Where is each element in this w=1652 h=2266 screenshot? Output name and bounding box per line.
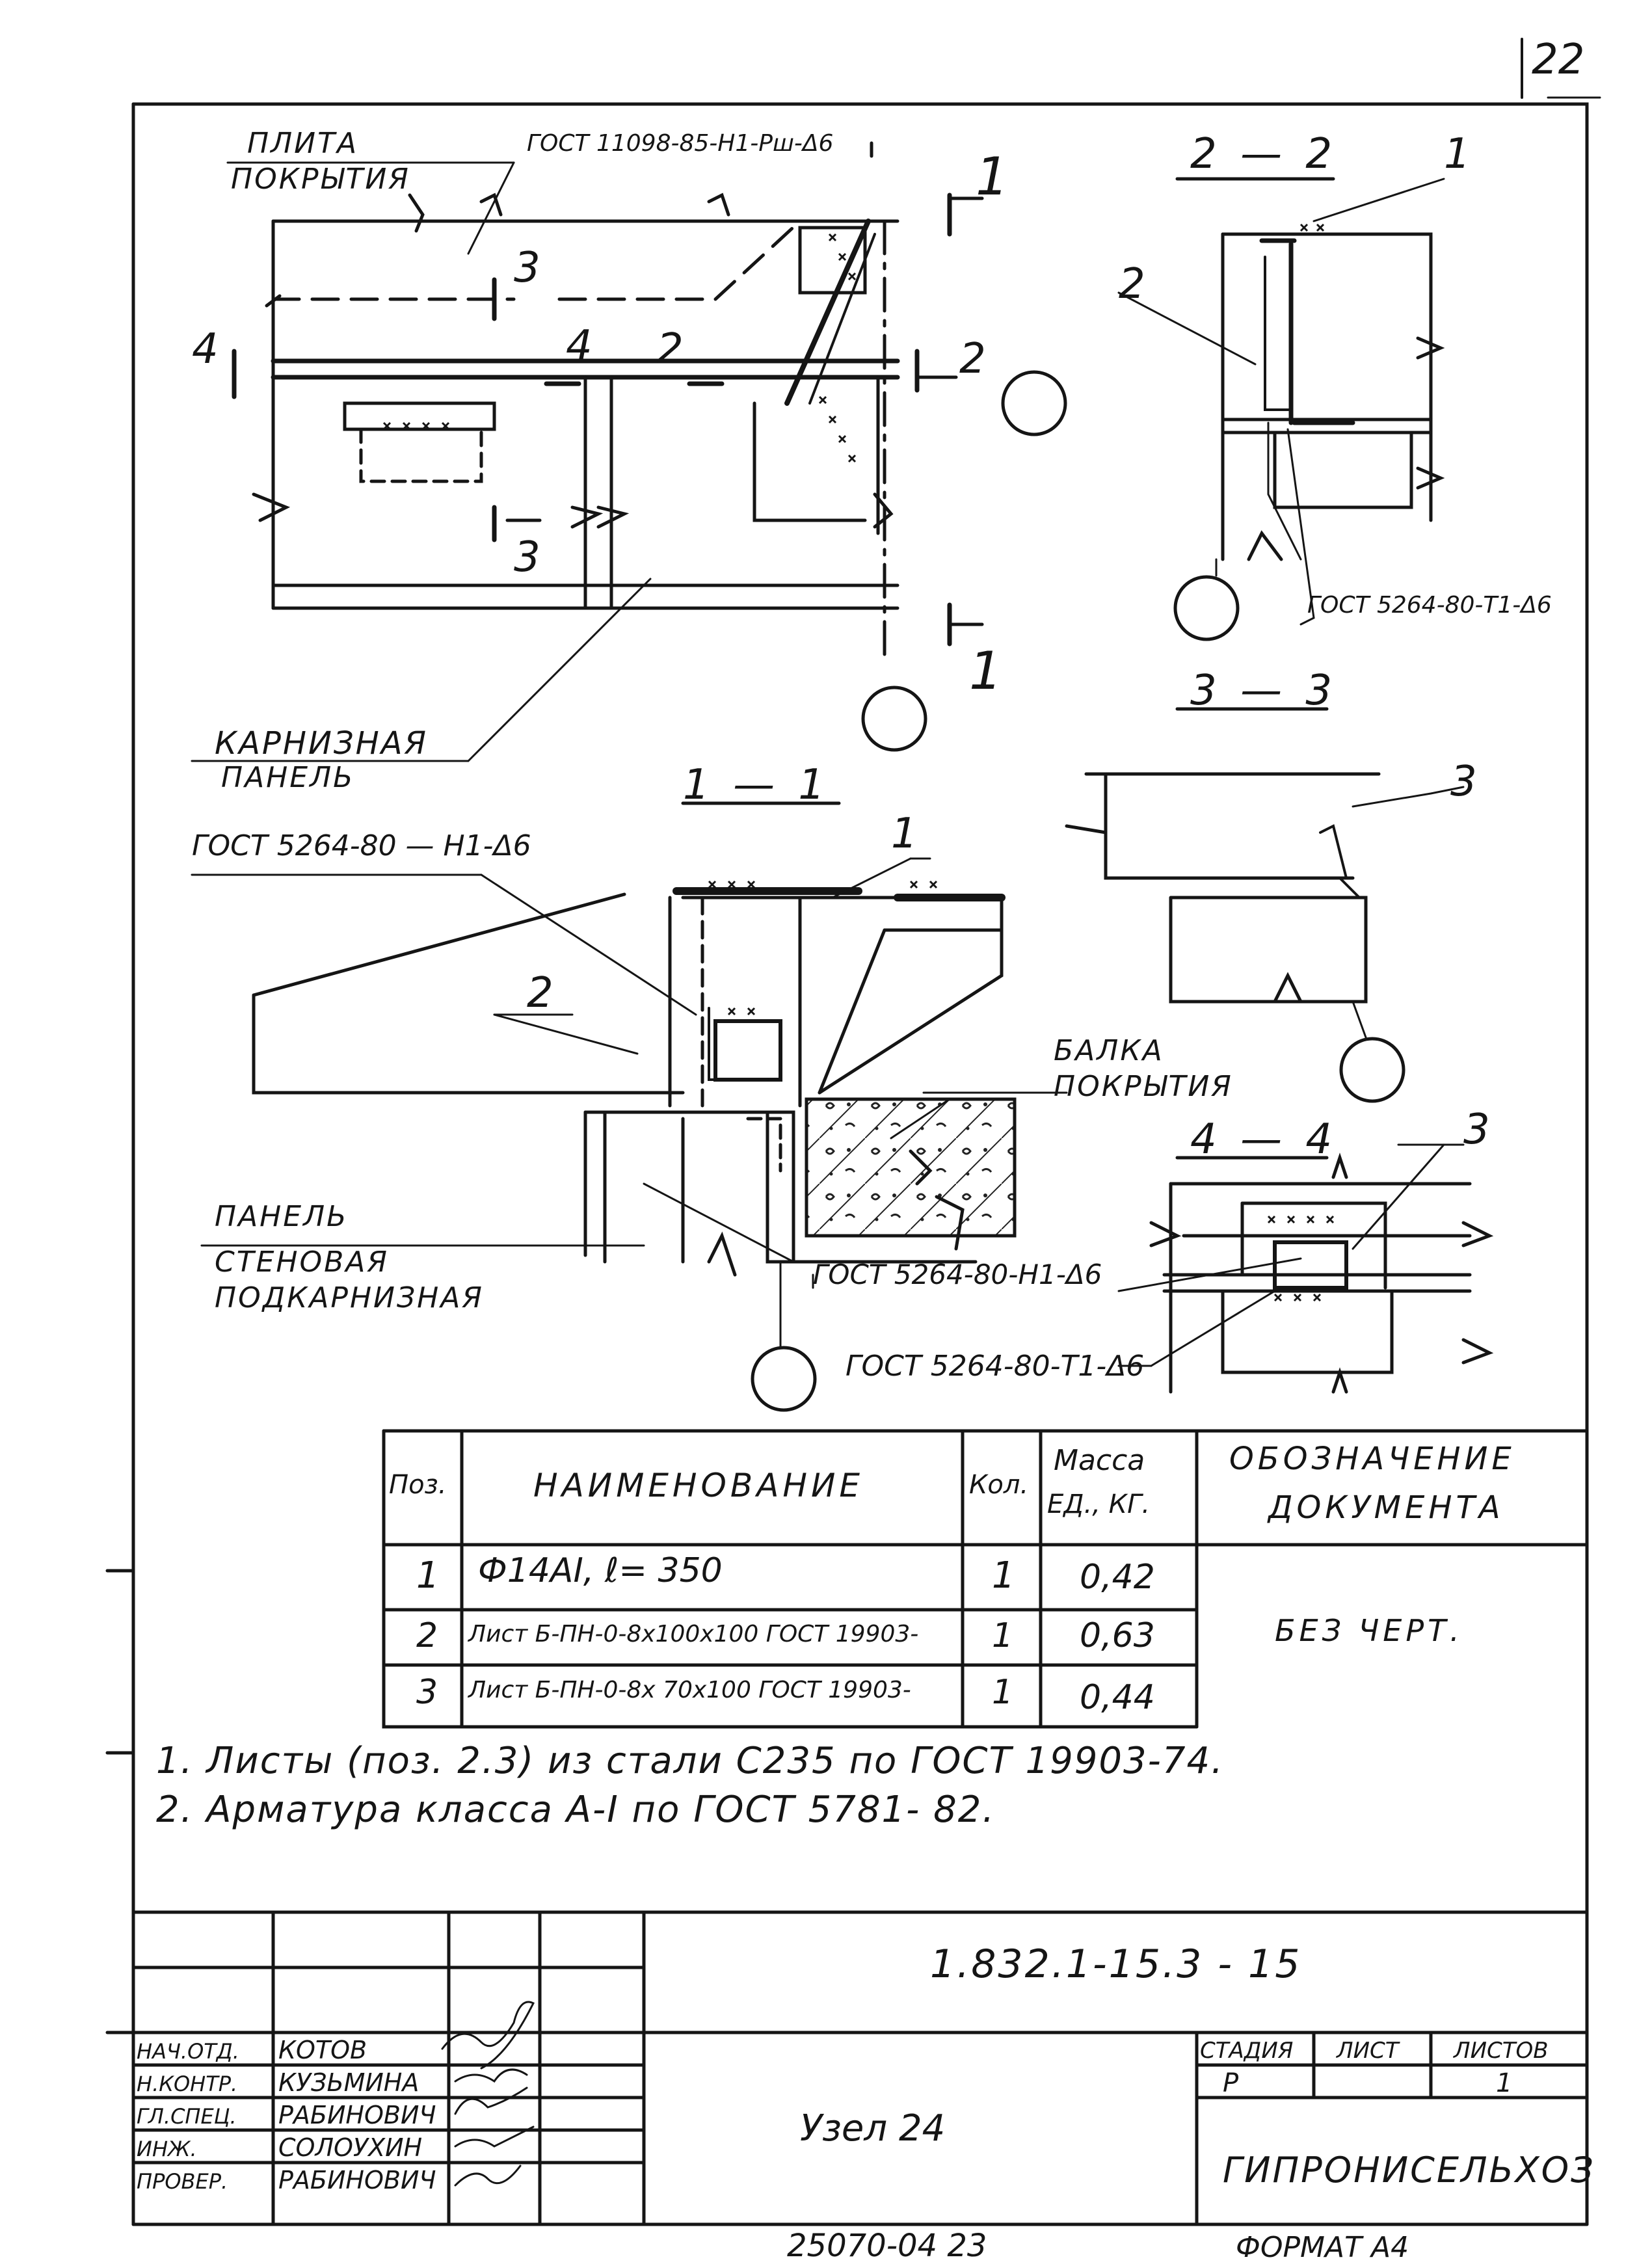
spec-row3-pos: 3: [416, 1673, 438, 1712]
section-4-4-weld: ГОСТ 5264-80-Т1-Δ6: [846, 1350, 1145, 1383]
spec-row3-mass: 0,44: [1080, 1678, 1155, 1717]
spec-header-qty: Кол.: [969, 1470, 1029, 1500]
signature-role-4: ИНЖ.: [137, 2137, 197, 2161]
spec-header-name: НАИМЕНОВАНИЕ: [533, 1467, 864, 1504]
title-block-title: Узел 24: [800, 2107, 946, 2150]
label-cornice-line1: КАРНИЗНАЯ: [215, 725, 428, 762]
weld-marks: [382, 223, 1335, 1302]
section-2-2-weld: ГОСТ 5264-80-Т1-Δ6: [1307, 592, 1552, 619]
cut-mark-3-bottom: 3: [514, 533, 540, 581]
title-block-stage-value: Р: [1223, 2068, 1239, 2098]
section-1-1-title: 1 — 1: [683, 761, 831, 809]
section-3-3-pos3: 3: [1450, 758, 1477, 806]
note-2: 2. Арматура класса А-I по ГОСТ 5781- 82.: [156, 1789, 996, 1831]
label-plate-line2: ПОКРЫТИЯ: [231, 163, 410, 196]
signature-role-5: ПРОВЕР.: [137, 2169, 228, 2194]
label-beam-line2: ПОКРЫТИЯ: [1054, 1070, 1233, 1103]
title-block-sheets-value: 1: [1496, 2068, 1513, 2098]
label-wall-line3: ПОДКАРНИЗНАЯ: [215, 1281, 484, 1314]
frame-top-right: [131, 102, 1589, 2226]
spec-doc-value: БЕЗ ЧЕРТ.: [1275, 1613, 1463, 1648]
cut-mark-2b: 2: [657, 325, 684, 373]
section-4-4-pos3: 3: [1463, 1106, 1490, 1154]
spec-row2-qty: 1: [992, 1616, 1014, 1655]
spec-header-doc-line1: ОБОЗНАЧЕНИЕ: [1229, 1441, 1515, 1477]
label-wall-line1: ПАНЕЛЬ: [215, 1200, 349, 1233]
spec-row2-mass: 0,63: [1080, 1616, 1155, 1655]
spec-row1-mass: 0,42: [1080, 1558, 1155, 1597]
spec-row1-qty: 1: [992, 1554, 1015, 1597]
spec-header-mass-line1: Масса: [1054, 1444, 1145, 1477]
signature-role-1: НАЧ.ОТД.: [137, 2039, 239, 2064]
section-3-3-title: 3 — 3: [1190, 667, 1338, 715]
cut-mark-4b: 4: [566, 322, 593, 370]
label-beam-line1: БАЛКА: [1054, 1034, 1164, 1067]
spec-row1-name: Ф14АI, ℓ= 350: [478, 1551, 723, 1590]
note-1: 1. Листы (поз. 2.3) из стали С235 по ГОС…: [156, 1740, 1224, 1782]
footer-left: 25070-04 23: [787, 2228, 987, 2264]
title-block-sheets-header: ЛИСТОВ: [1454, 2038, 1549, 2064]
spec-header-doc-line2: ДОКУМЕНТА: [1268, 1489, 1504, 1526]
cut-mark-4-left: 4: [192, 325, 219, 373]
signature-role-3: ГЛ.СПЕЦ.: [137, 2104, 237, 2129]
section-2-2-pos1: 1: [1444, 130, 1471, 178]
title-block-designation: 1.832.1-15.3 - 15: [930, 1941, 1302, 1987]
footer-right: ФОРМАТ А4: [1236, 2231, 1409, 2264]
label-plate-line1: ПЛИТА: [247, 127, 359, 160]
page-number: 22: [1532, 36, 1585, 84]
section-1-1-weld-top: ГОСТ 5264-80 — Н1-Δ6: [192, 829, 531, 862]
signature-role-2: Н.КОНТР.: [137, 2072, 238, 2096]
spec-row3-qty: 1: [992, 1673, 1014, 1712]
spec-header-pos: Поз.: [389, 1470, 447, 1500]
cut-mark-2: 2: [959, 335, 986, 383]
signature-name-5: РАБИНОВИЧ: [278, 2166, 436, 2194]
title-block-organization: ГИПРОНИСЕЛЬХОЗ: [1223, 2150, 1595, 2191]
weld-label-top: ГОСТ 11098-85-Н1-Рш-Δ6: [527, 130, 834, 157]
spec-row1-pos: 1: [416, 1554, 440, 1597]
section-1-1-pos1: 1: [891, 810, 918, 858]
signature-name-4: СОЛОУХИН: [278, 2133, 423, 2162]
label-cornice-line2: ПАНЕЛЬ: [221, 761, 355, 794]
signature-name-2: КУЗЬМИНА: [278, 2068, 420, 2097]
section-2-2-title: 2 — 2: [1190, 130, 1338, 178]
label-wall-line2: СТЕНОВАЯ: [215, 1246, 389, 1279]
section-1-1-weld-bottom: ГОСТ 5264-80-Н1-Δ6: [813, 1259, 1102, 1290]
signature-name-3: РАБИНОВИЧ: [278, 2101, 436, 2129]
section-1-1-pos2: 2: [527, 969, 553, 1017]
title-block-sheet-header: ЛИСТ: [1337, 2038, 1399, 2064]
cut-mark-3-top: 3: [514, 244, 540, 292]
section-4-4-title: 4 — 4: [1190, 1115, 1338, 1164]
spec-header-mass-line2: ЕД., КГ.: [1047, 1489, 1151, 1519]
cut-mark-1-bottom: 1: [969, 641, 1002, 701]
cut-mark-1-top: 1: [976, 146, 1009, 207]
signature-name-1: КОТОВ: [278, 2036, 367, 2064]
spec-row3-name: Лист Б-ПН-0-8х 70х100 ГОСТ 19903-: [468, 1677, 911, 1703]
spec-row2-name: Лист Б-ПН-0-8х100х100 ГОСТ 19903-: [468, 1621, 919, 1647]
section-2-2-pos2: 2: [1119, 260, 1145, 308]
spec-row2-pos: 2: [416, 1616, 438, 1655]
title-block-stage-header: СТАДИЯ: [1200, 2038, 1294, 2064]
